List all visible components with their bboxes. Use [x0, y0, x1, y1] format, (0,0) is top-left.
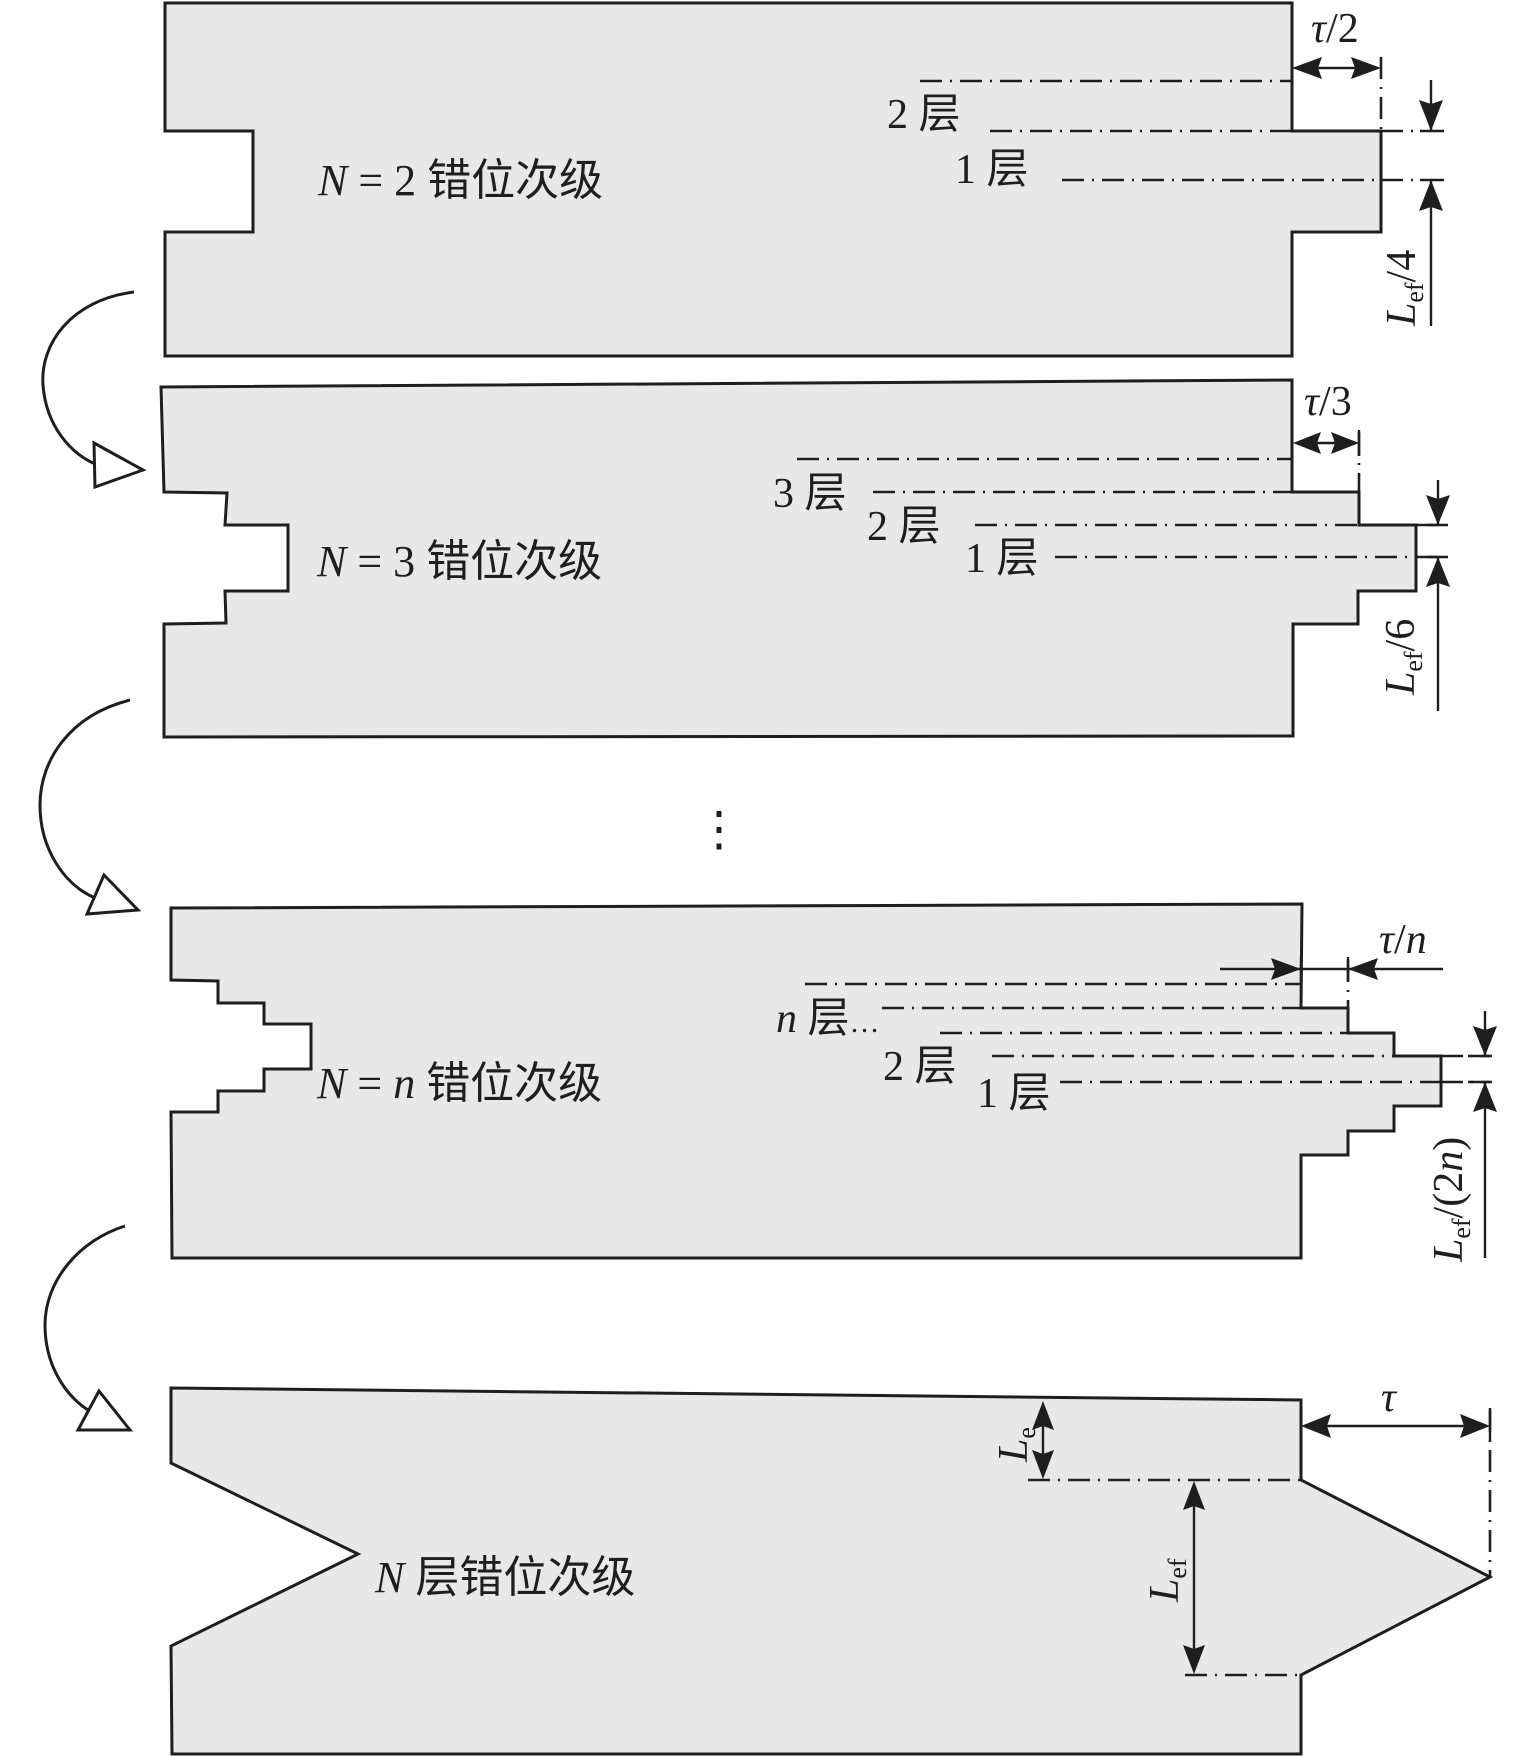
- len-label-n3: Lef/6: [1378, 619, 1428, 696]
- arrow-left-icon: [1292, 57, 1322, 79]
- stage-title-n3: N = 3 错位次级: [316, 537, 602, 586]
- stage-final: N 层错位次级 τ Le Lef: [169, 1375, 1494, 1756]
- layer-label-n: n 层…: [776, 996, 880, 1042]
- arrow-right-icon: [1351, 57, 1381, 79]
- arrow-left-icon: [1293, 432, 1321, 454]
- tau-label-nn: τ/n: [1379, 917, 1427, 963]
- arrow-down-icon: [1426, 495, 1450, 525]
- secondary-body-nn: [169, 902, 1443, 1260]
- len-label-n2: Lef/4: [1379, 250, 1429, 327]
- stage-n2: N = 2 错位次级 2 层 1 层 τ/2 Lef/4: [163, 1, 1444, 358]
- arrow-left-icon: [1348, 958, 1378, 980]
- arrow-down-icon: [1183, 1645, 1205, 1674]
- len-label-nn: Lef/(2n): [1426, 1137, 1476, 1263]
- secondary-body-final: [169, 1386, 1494, 1756]
- tau-label-n3: τ/3: [1304, 379, 1352, 425]
- layer-label-3: 3 层: [773, 471, 847, 517]
- layer-label-2: 2 层: [887, 92, 961, 138]
- secondary-body-n3: [159, 378, 1418, 739]
- arrow-right-icon: [1460, 1414, 1490, 1438]
- arrowhead-open-icon: [75, 1388, 134, 1432]
- stage-title-final: N 层错位次级: [374, 1553, 635, 1602]
- transition-arrow-3: [43, 1224, 134, 1432]
- arrowhead-open-icon: [92, 440, 147, 490]
- arrow-down-icon: [1419, 100, 1443, 131]
- layer-label-2: 2 层: [867, 504, 941, 550]
- tau-label-n2: τ/2: [1311, 6, 1359, 52]
- stage-title-nn: N = n 错位次级: [316, 1059, 602, 1108]
- curved-arrow-icon: [41, 290, 135, 468]
- arrow-right-icon: [1331, 432, 1359, 454]
- transition-arrow-2: [38, 698, 142, 916]
- le-label: Le: [991, 1427, 1041, 1463]
- arrow-down-icon: [1032, 1450, 1054, 1479]
- layer-label-1: 1 层: [955, 147, 1029, 193]
- curved-arrow-icon: [38, 698, 131, 900]
- arrow-up-icon: [1419, 180, 1443, 211]
- stage-title-n2: N = 2 错位次级: [317, 156, 603, 205]
- curved-arrow-icon: [43, 1224, 126, 1412]
- stage-n3: N = 3 错位次级 3 层 2 层 1 层 τ/3 Lef/6: [159, 378, 1450, 739]
- tau-label-final: τ: [1381, 1375, 1398, 1421]
- layer-label-1: 1 层: [965, 536, 1039, 582]
- stage-nn: N = n 错位次级 n 层… 2 层 1 层 τ/n Lef/(2n): [169, 902, 1497, 1263]
- layer-label-2: 2 层: [883, 1044, 957, 1090]
- arrow-up-icon: [1473, 1082, 1497, 1112]
- arrow-right-icon: [1271, 958, 1301, 980]
- transition-arrow-1: [41, 290, 147, 490]
- arrow-up-icon: [1183, 1481, 1205, 1510]
- arrowhead-open-icon: [84, 872, 142, 916]
- arrow-left-icon: [1301, 1414, 1331, 1438]
- arrow-up-icon: [1426, 557, 1450, 587]
- continuation-ellipsis: ⋮: [695, 803, 743, 856]
- layer-label-1: 1 层: [977, 1071, 1051, 1117]
- arrow-down-icon: [1473, 1026, 1497, 1056]
- arrow-up-icon: [1032, 1401, 1054, 1430]
- lef-label: Lef: [1142, 1558, 1192, 1603]
